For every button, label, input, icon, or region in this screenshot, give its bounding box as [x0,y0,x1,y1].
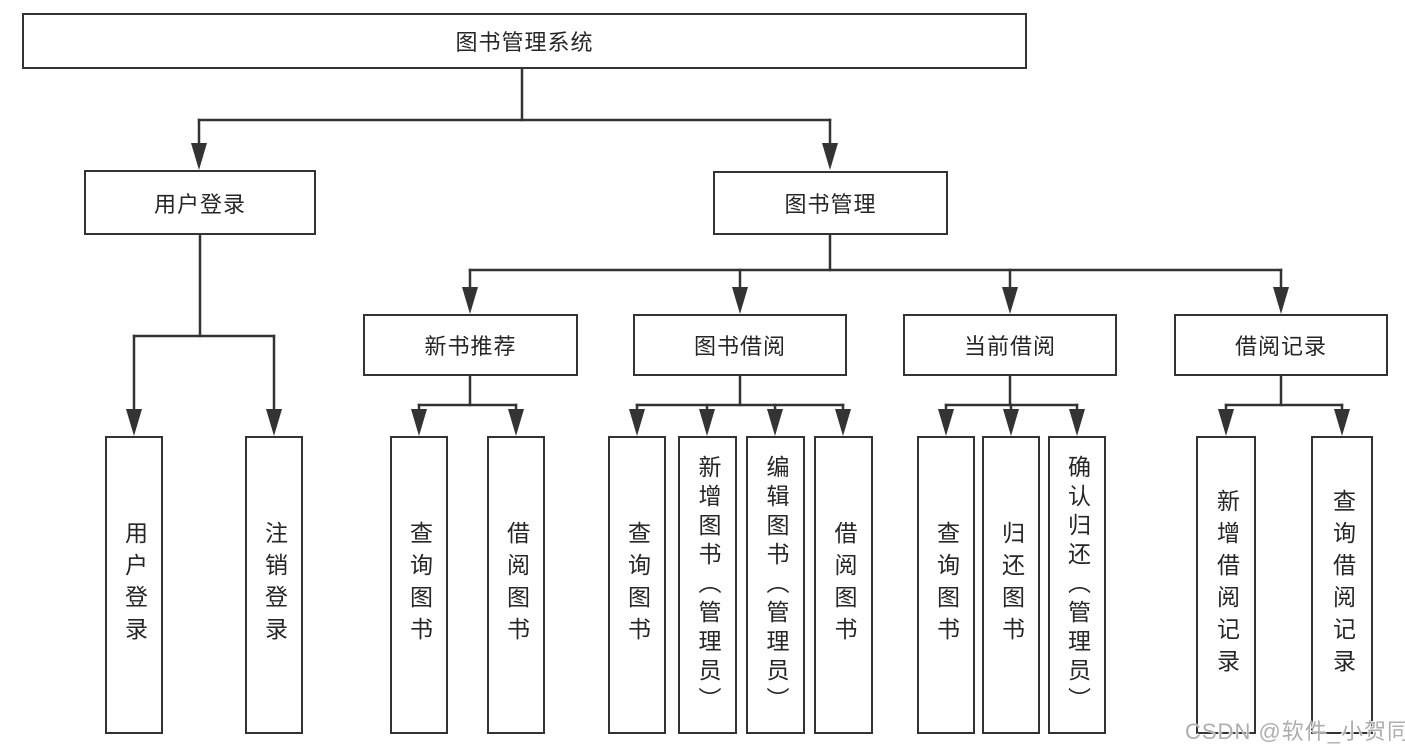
node-label: 归还图书 [998,521,1025,649]
node-query-books-current: 查询图书 [917,436,975,734]
node-label: 借阅记录 [1234,334,1327,359]
node-label: 新书推荐 [424,334,517,359]
node-label: 借阅图书 [831,521,857,649]
node-book-management: 图书管理 [713,171,948,235]
node-query-borrow-record: 查询借阅记录 [1311,436,1373,734]
node-label: 图书借阅 [693,334,786,359]
node-logout: 注销登录 [245,436,303,734]
node-label: 当前借阅 [963,334,1056,359]
node-user-login: 用户登录 [105,436,163,734]
arrowheads [126,143,1350,436]
node-edit-book-admin: 编辑图书（管理员） [746,436,805,734]
node-book-borrowing: 图书借阅 [633,314,847,376]
node-label: 用户登录 [153,191,246,217]
node-label: 查询图书 [933,521,960,649]
node-label: 新增图书（管理员） [695,454,721,716]
node-current-borrowing: 当前借阅 [903,314,1117,376]
node-label: 确认归还（管理员） [1064,454,1091,716]
node-borrowing-records: 借阅记录 [1174,314,1388,376]
node-label: 编辑图书（管理员） [763,454,789,716]
node-borrow-books-recommend: 借阅图书 [487,436,545,734]
node-label: 用户登录 [121,521,148,649]
node-return-book: 归还图书 [982,436,1040,734]
node-label: 查询图书 [406,521,433,649]
node-query-books-borrowing: 查询图书 [608,436,666,734]
node-label: 注销登录 [261,521,288,649]
node-user-login-branch: 用户登录 [84,170,316,235]
node-add-book-admin: 新增图书（管理员） [678,436,737,734]
node-library-system: 图书管理系统 [22,13,1027,69]
node-label: 图书管理 [784,192,877,217]
node-add-borrow-record: 新增借阅记录 [1196,436,1256,734]
node-label: 借阅图书 [503,521,530,649]
node-label: 查询图书 [624,521,651,649]
node-borrow-books: 借阅图书 [814,436,873,734]
node-new-book-recommend: 新书推荐 [363,314,578,376]
node-confirm-return-admin: 确认归还（管理员） [1048,436,1106,734]
watermark: CSDN @软件_小贺同学 [1185,719,1405,744]
node-query-books-recommend: 查询图书 [390,436,448,734]
node-label: 新增借阅记录 [1213,489,1240,681]
node-label: 图书管理系统 [455,30,594,55]
node-label: 查询借阅记录 [1329,489,1356,681]
